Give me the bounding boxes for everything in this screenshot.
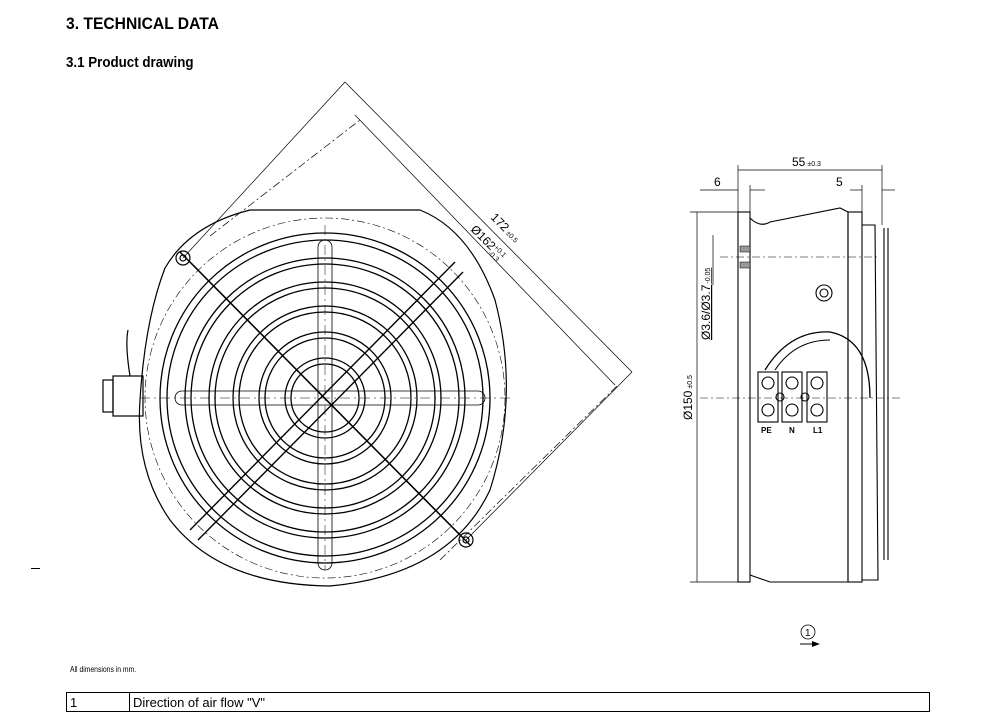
mounting-bolts — [175, 250, 474, 548]
terminal-n-label: N — [789, 426, 795, 435]
dim-150: Ø150 — [681, 390, 695, 420]
table-row: 1 Direction of air flow "V" — [66, 692, 930, 712]
front-view — [102, 209, 510, 587]
housing-outline — [138, 209, 507, 587]
svg-text:Ø150±0.5: Ø150±0.5 — [681, 375, 695, 420]
side-dimension-labels: 55±0.3 6 5 Ø150±0.5 Ø3.6/Ø3.7-0.05 PE N … — [681, 155, 843, 435]
side-dimensions — [690, 165, 895, 583]
dim-hole-tol: -0.05 — [705, 268, 712, 284]
cable-gland — [102, 329, 144, 417]
dim-hole: Ø3.6/Ø3.7 — [699, 284, 713, 340]
dimensions-note: All dimensions in mm. — [70, 665, 137, 674]
dim-172-tol: ±0.5 — [504, 230, 519, 245]
margin-mark — [31, 568, 40, 569]
callout-1-label: 1 — [805, 628, 811, 639]
legend-table: 1 Direction of air flow "V" — [66, 692, 930, 712]
dim-6: 6 — [714, 175, 721, 189]
subsection-heading: 3.1 Product drawing — [66, 55, 194, 71]
grill-cross-bars — [140, 225, 510, 571]
side-view — [700, 207, 900, 583]
airflow-callout: 1 — [800, 624, 820, 647]
svg-text:55±0.3: 55±0.3 — [792, 155, 821, 169]
svg-text:Ø3.6/Ø3.7-0.05: Ø3.6/Ø3.7-0.05 — [699, 268, 713, 340]
section-heading: 3. TECHNICAL DATA — [66, 14, 219, 33]
diagonal-dimensions — [182, 81, 633, 561]
terminal-l1-label: L1 — [813, 426, 823, 435]
dim-55: 55 — [792, 155, 806, 169]
terminal-block — [757, 371, 828, 423]
terminal-pe-label: PE — [761, 426, 772, 435]
dim-5: 5 — [836, 175, 843, 189]
dim-55-tol: ±0.3 — [807, 161, 821, 168]
dim-150-tol: ±0.5 — [687, 375, 694, 389]
legend-number: 1 — [66, 692, 130, 712]
legend-text: Direction of air flow "V" — [129, 692, 930, 712]
